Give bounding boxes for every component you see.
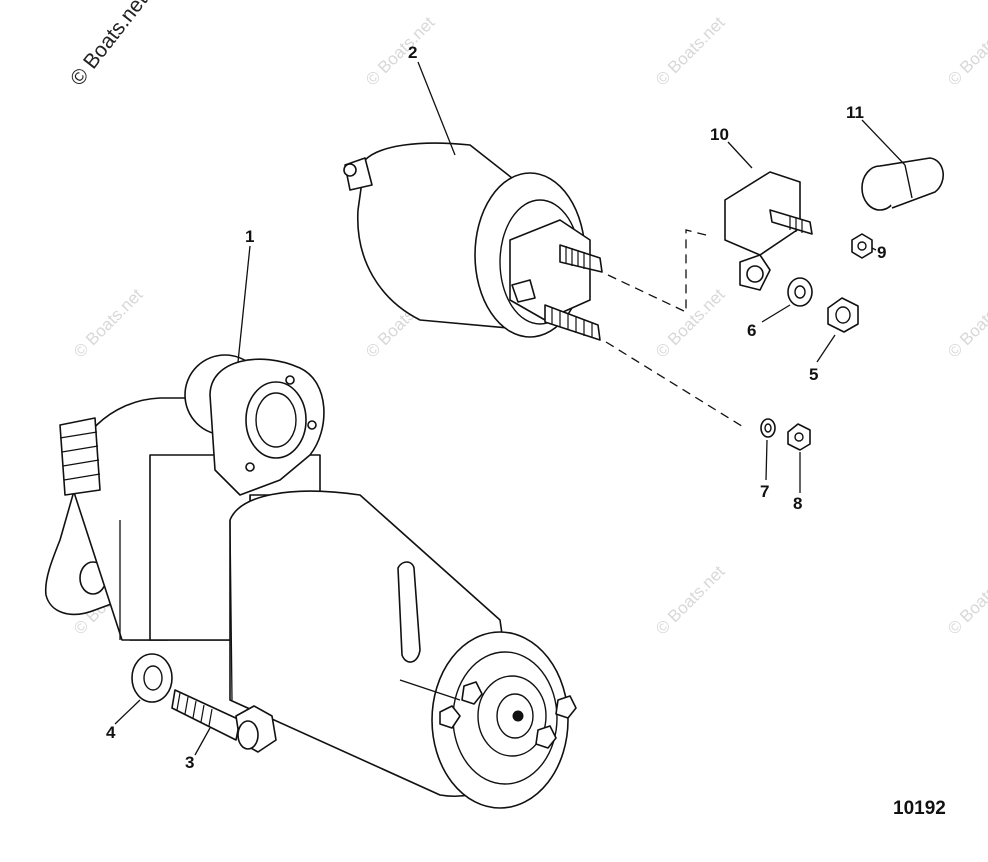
leader-10 — [727, 141, 753, 169]
callout-9: 9 — [877, 243, 887, 262]
callout-8: 8 — [793, 494, 803, 513]
leader-5 — [816, 334, 836, 363]
nut-8-drawing — [787, 423, 811, 451]
end-cap-nut — [555, 695, 577, 719]
lock-washer-7-drawing — [760, 418, 776, 438]
callout-11: 11 — [846, 103, 864, 122]
starter-motor-drawing — [44, 354, 577, 809]
leader-4 — [114, 699, 141, 725]
callout-5: 5 — [809, 365, 819, 384]
callout-6: 6 — [747, 321, 757, 340]
terminal-cover-drawing — [724, 171, 813, 291]
nut-5-drawing — [827, 297, 859, 333]
washer-6-drawing — [787, 277, 813, 307]
callout-4: 4 — [106, 723, 116, 742]
leader-1 — [237, 245, 251, 363]
leader-3 — [194, 727, 211, 756]
leader-11 — [861, 119, 906, 166]
figure-number: 10192 — [893, 798, 946, 819]
solenoid-drawing — [343, 142, 603, 341]
leader-7 — [765, 439, 768, 481]
bolt-3-drawing — [171, 689, 277, 753]
nut-9-drawing — [851, 233, 873, 259]
leader-6 — [761, 304, 791, 323]
end-cap-nut — [439, 705, 461, 729]
end-cap-nut — [461, 681, 483, 705]
callout-7: 7 — [760, 482, 770, 501]
callout-10: 10 — [710, 125, 729, 144]
callout-3: 3 — [185, 753, 195, 772]
assembly-line-upper — [607, 229, 711, 314]
assembly-line-lower — [605, 341, 746, 429]
terminal-boot-drawing — [861, 157, 944, 211]
leader-9 — [871, 247, 877, 251]
leader-2 — [417, 61, 456, 156]
end-cap-nut — [535, 725, 557, 749]
callout-1: 1 — [245, 227, 255, 246]
callout-2: 2 — [408, 43, 418, 62]
washer-4-drawing — [131, 653, 173, 703]
